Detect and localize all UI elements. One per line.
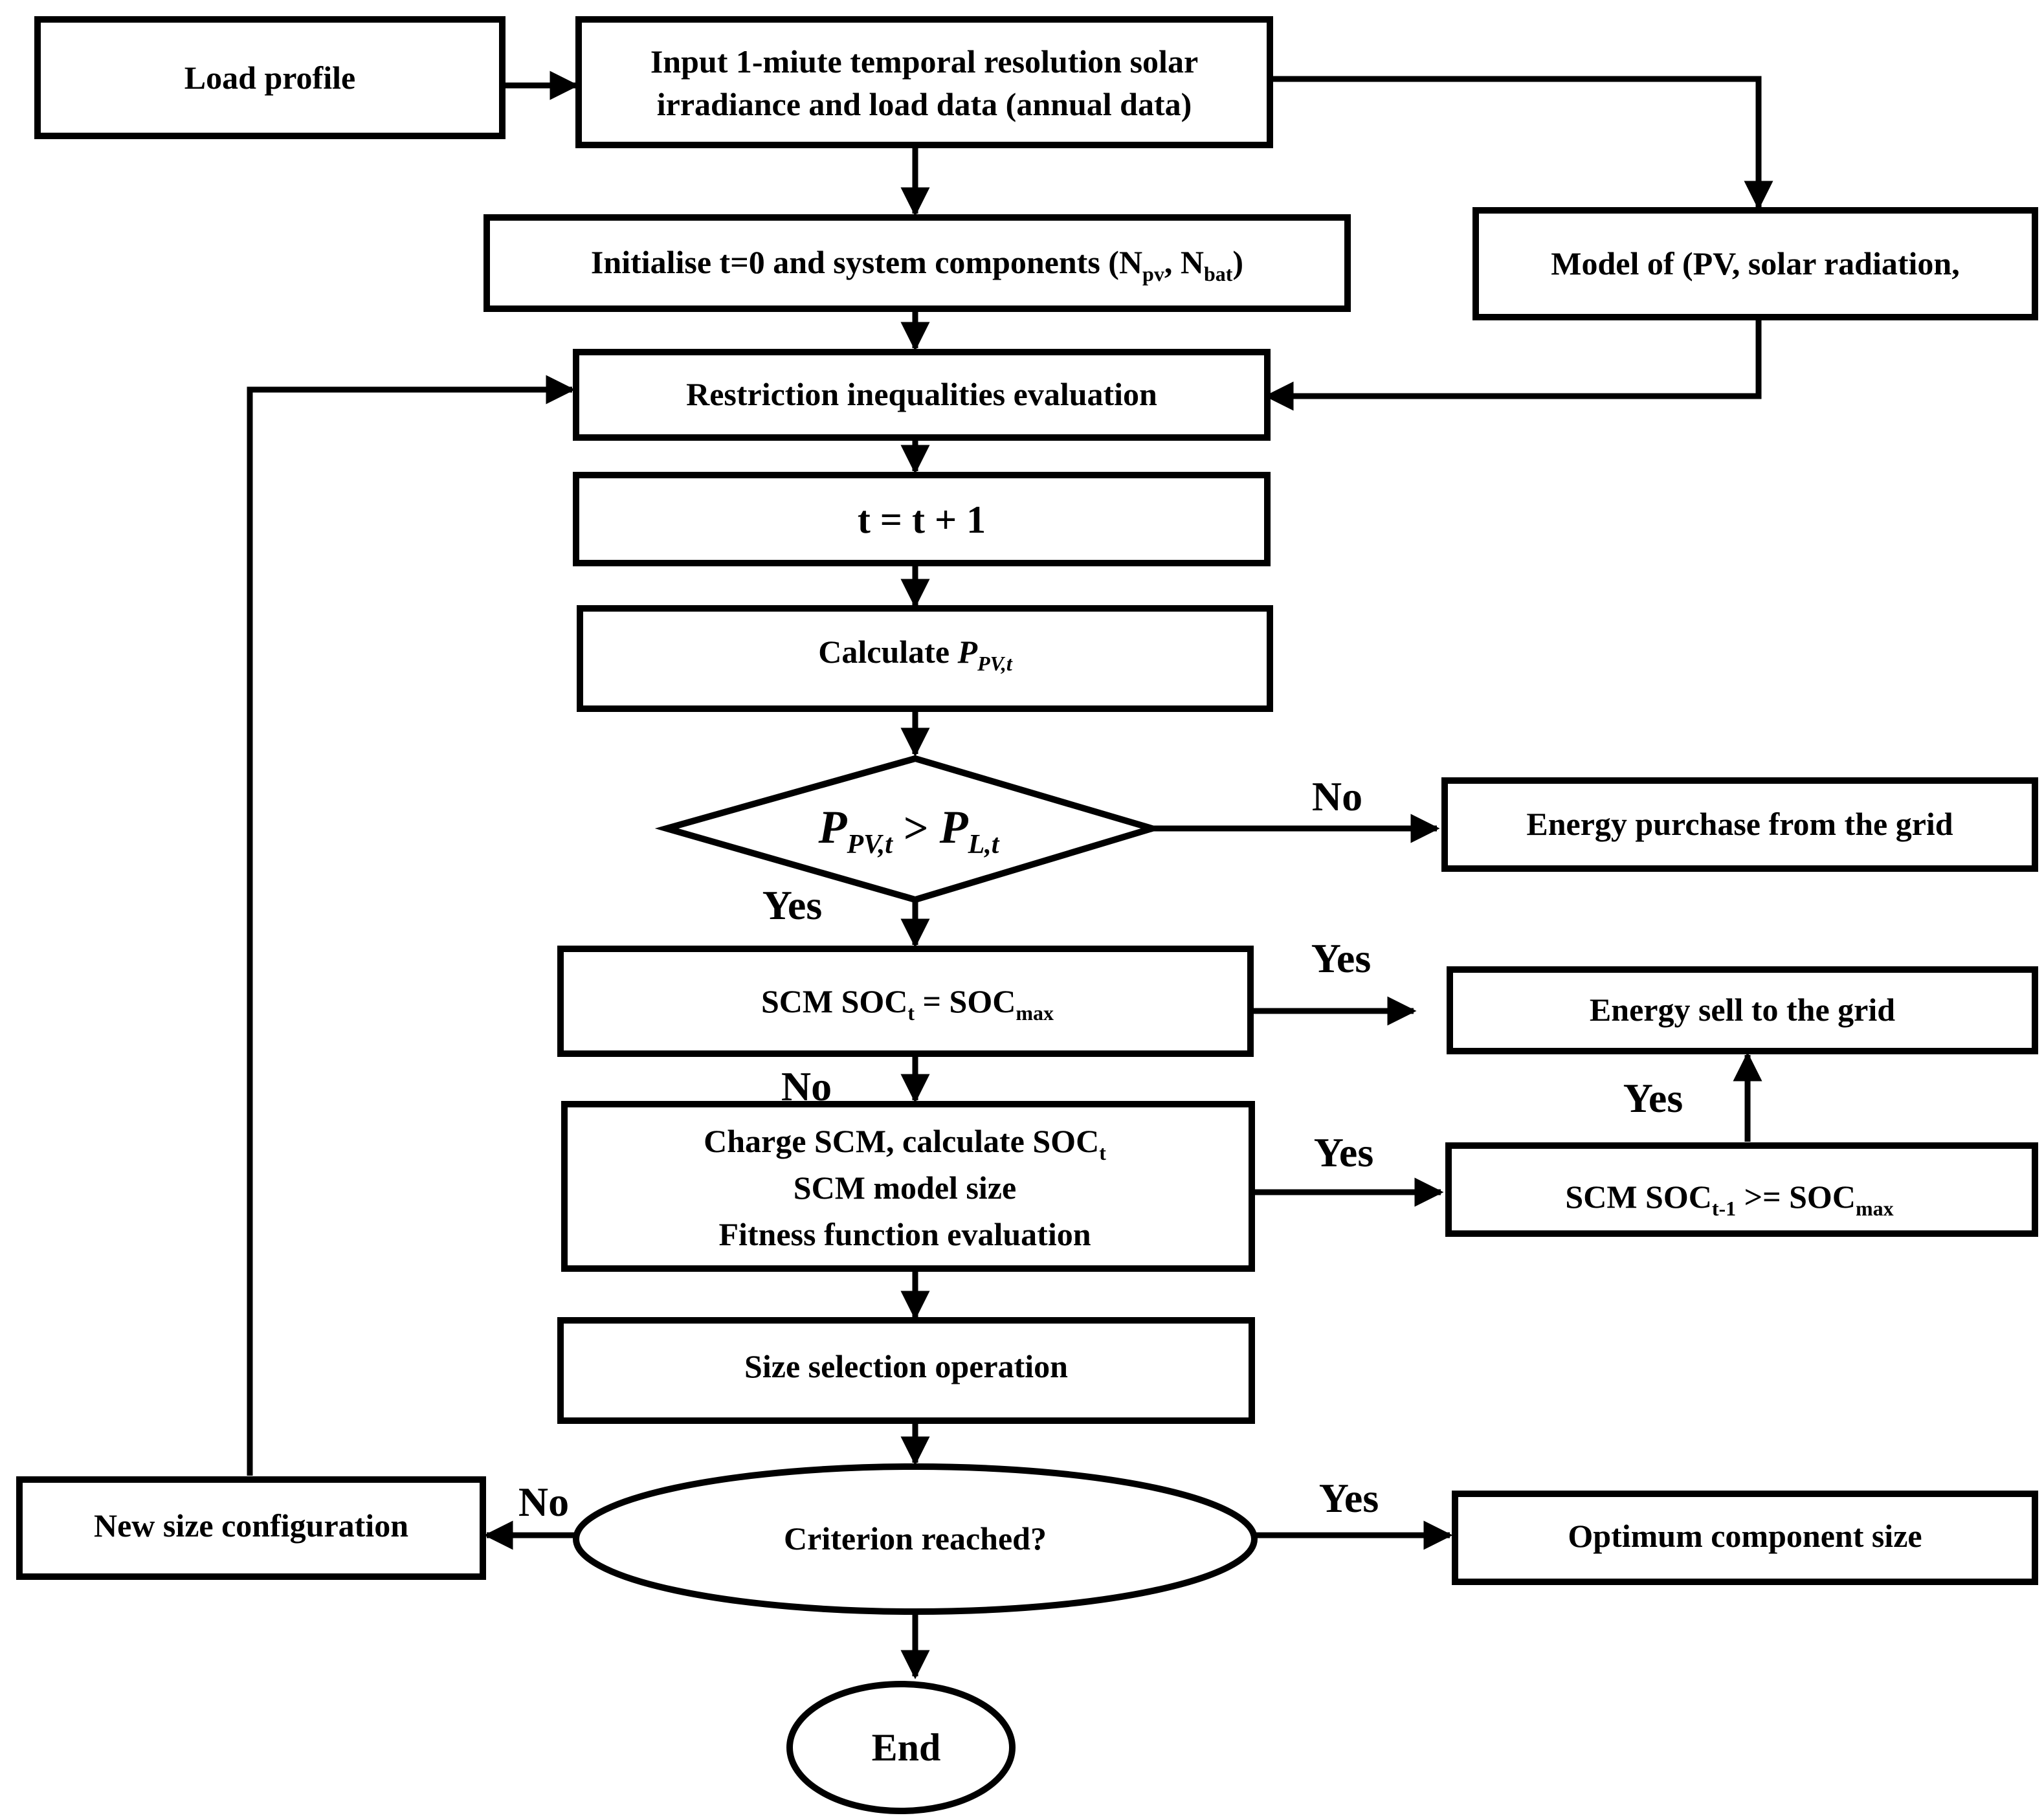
grid-purchase-label: Energy purchase from the grid [1526, 806, 1953, 842]
label-charge-yes: Yes [1314, 1129, 1373, 1175]
charge-scm-node: Charge SCM, calculate SOCt SCM model siz… [561, 1101, 1255, 1272]
calculate-ppv-node: Calculate PPV,t [577, 605, 1273, 712]
model-node: Model of (PV, solar radiation, [1472, 207, 2038, 320]
restriction-label: Restriction inequalities evaluation [686, 376, 1157, 412]
label-scm-no: No [781, 1063, 832, 1109]
label-criterion-no: No [518, 1479, 569, 1525]
charge-scm-label-line1: Charge SCM, calculate SOCt [704, 1123, 1106, 1164]
connectors [247, 71, 1773, 1680]
criterion-decision: Criterion reached? [573, 1463, 1258, 1615]
end-terminal: End [786, 1681, 1016, 1814]
ppv-vs-pl-decision: PPV,t > PL,t [654, 755, 1164, 904]
scm-soc-prev-check-node: SCM SOCt-1 >= SOCmax [1445, 1142, 2038, 1237]
new-size-node: New size configuration [16, 1476, 486, 1580]
input-data-node: Input 1-miute temporal resolution solar … [575, 16, 1273, 148]
initialise-label: Initialise t=0 and system components (Np… [591, 244, 1243, 285]
scm-soc-prev-label: SCM SOCt-1 >= SOCmax [1565, 1179, 1893, 1220]
input-data-label-line2: irradiance and load data (annual data) [657, 86, 1192, 122]
grid-sell-node: Energy sell to the grid [1447, 966, 2038, 1054]
label-decision-yes: Yes [762, 882, 822, 928]
size-selection-node: Size selection operation [557, 1317, 1255, 1424]
label-prev-yes: Yes [1623, 1075, 1683, 1121]
new-size-label: New size configuration [94, 1507, 408, 1544]
size-selection-label: Size selection operation [744, 1348, 1068, 1384]
edge-labels: No Yes Yes No Yes Yes No Yes [518, 773, 1683, 1525]
edge-newsize-to-restriction [247, 375, 575, 1476]
t-increment-node: t = t + 1 [573, 472, 1271, 566]
grid-sell-label: Energy sell to the grid [1590, 992, 1895, 1028]
load-profile-label: Load profile [184, 60, 355, 96]
optimum-size-label: Optimum component size [1568, 1518, 1922, 1554]
label-criterion-yes: Yes [1319, 1475, 1379, 1521]
optimum-size-node: Optimum component size [1452, 1491, 2038, 1585]
criterion-label: Criterion reached? [784, 1520, 1047, 1557]
t-increment-label: t = t + 1 [858, 498, 986, 541]
label-scm-yes: Yes [1311, 935, 1371, 981]
charge-scm-label-line2: SCM model size [794, 1170, 1016, 1206]
restriction-node: Restriction inequalities evaluation [573, 349, 1271, 441]
grid-purchase-node: Energy purchase from the grid [1441, 777, 2038, 872]
label-decision-no: No [1312, 773, 1362, 819]
decision-label: PPV,t > PL,t [818, 801, 1000, 860]
edge-model-to-restriction [1264, 317, 1762, 411]
model-label: Model of (PV, solar radiation, [1551, 245, 1959, 282]
scm-soc-check-label: SCM SOCt = SOCmax [761, 983, 1054, 1025]
initialise-node: Initialise t=0 and system components (Np… [483, 214, 1351, 312]
scm-soc-max-check-node: SCM SOCt = SOCmax [557, 946, 1254, 1057]
edge-input-to-model [1270, 76, 1773, 210]
load-profile-node: Load profile [34, 16, 505, 139]
end-label: End [872, 1726, 941, 1769]
input-data-label-line1: Input 1-miute temporal resolution solar [650, 43, 1198, 80]
charge-scm-label-line3: Fitness function evaluation [718, 1216, 1091, 1252]
calculate-ppv-label: Calculate PPV,t [818, 634, 1013, 675]
